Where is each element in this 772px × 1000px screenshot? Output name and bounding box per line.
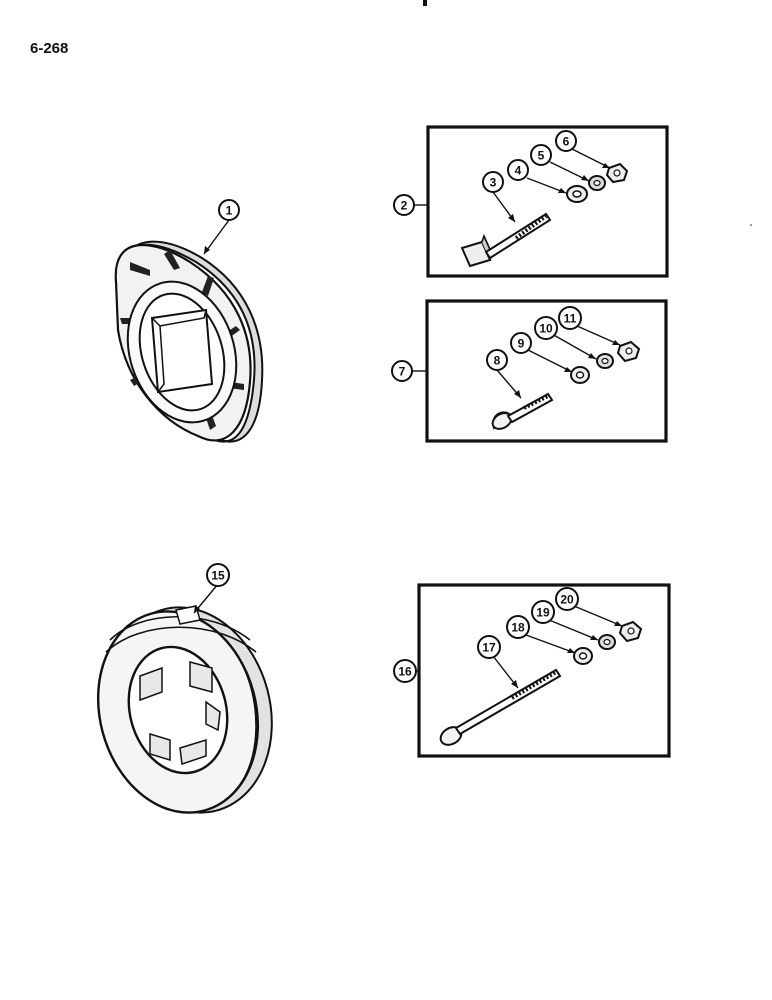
callout-3: 3 [482, 171, 504, 193]
leader-arrowheads [194, 163, 622, 688]
speck [750, 224, 752, 226]
callout-7-label: 7 [399, 365, 406, 379]
callout-20: 20 [555, 587, 579, 611]
callout-10-label: 10 [539, 322, 553, 336]
part-4-flat-washer [566, 185, 588, 203]
callout-15-label: 15 [211, 569, 225, 583]
part-9-flat-washer [570, 366, 590, 384]
part-5-lock-washer [588, 175, 606, 191]
part-18-flat-washer [573, 647, 593, 665]
top-edge-mark [423, 0, 427, 6]
callout-9-label: 9 [518, 337, 525, 351]
page-number: 6-268 [30, 40, 69, 57]
part-3-hex-bolt [460, 212, 552, 268]
callout-17-label: 17 [482, 641, 496, 655]
callout-1-label: 1 [226, 204, 233, 218]
callout-18-label: 18 [511, 621, 525, 635]
callout-16-label: 16 [398, 665, 412, 679]
part-17-long-carriage-bolt [439, 668, 562, 746]
callout-7: 7 [391, 360, 413, 382]
callout-2-label: 2 [401, 199, 408, 213]
callout-8: 8 [486, 349, 508, 371]
part-8-carriage-bolt [491, 392, 554, 430]
callout-2: 2 [393, 194, 415, 216]
part-6-hex-nut [605, 162, 629, 184]
callout-17: 17 [477, 635, 501, 659]
callout-5-label: 5 [538, 149, 545, 163]
callout-19-label: 19 [536, 606, 550, 620]
callout-18: 18 [506, 615, 530, 639]
callout-4-label: 4 [515, 164, 522, 178]
callout-10: 10 [534, 316, 558, 340]
callout-19: 19 [531, 600, 555, 624]
callout-6: 6 [555, 130, 577, 152]
callout-4: 4 [507, 159, 529, 181]
part-10-lock-washer [596, 353, 614, 369]
part-20-hex-nut [618, 620, 643, 643]
part-1-slotted-weight [114, 240, 264, 443]
callout-20-label: 20 [560, 593, 574, 607]
callout-3-label: 3 [490, 176, 497, 190]
callout-1: 1 [218, 199, 240, 221]
callout-11-label: 11 [564, 312, 577, 326]
callout-11: 11 [558, 306, 582, 330]
callout-9: 9 [510, 332, 532, 354]
part-19-lock-washer [598, 634, 616, 650]
part-11-hex-nut [616, 340, 641, 363]
part-15-rim-weight [96, 605, 273, 814]
callout-5: 5 [530, 144, 552, 166]
callout-6-label: 6 [563, 135, 570, 149]
callout-15: 15 [206, 563, 230, 587]
callout-16: 16 [393, 659, 417, 683]
callout-8-label: 8 [494, 354, 501, 368]
